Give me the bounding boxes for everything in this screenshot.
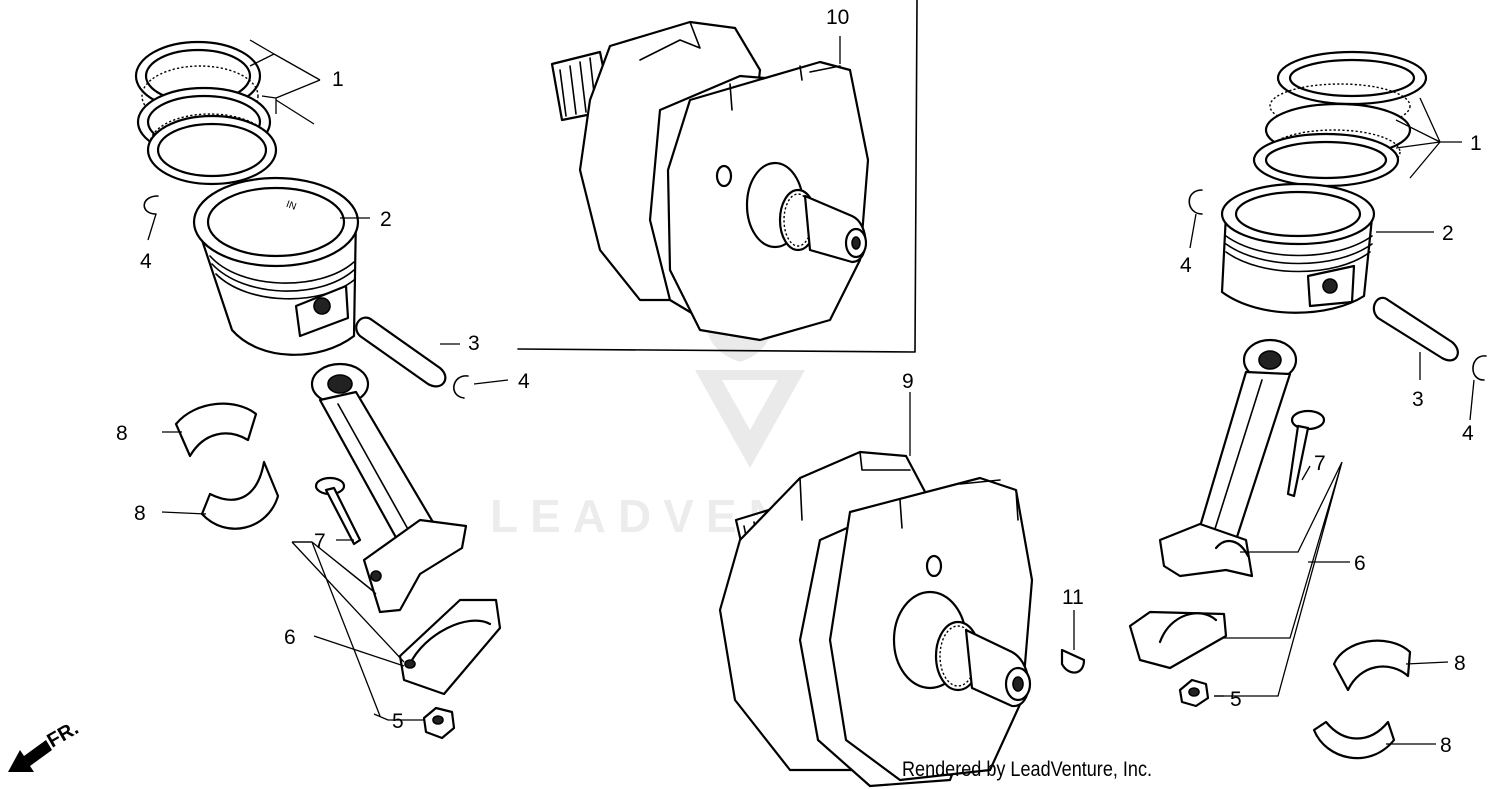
callout-4-right-b: 4 xyxy=(1462,422,1474,445)
callout-11: 11 xyxy=(1062,586,1084,609)
crankshaft-box-outline xyxy=(517,0,918,353)
rod-nut-right-illustration xyxy=(1178,678,1210,708)
callout-8-left-a: 8 xyxy=(116,422,128,445)
rendered-by-credit: Rendered by LeadVenture, Inc. xyxy=(902,758,1153,781)
piston-clip-right-a-illustration xyxy=(1188,189,1203,215)
piston-clip-left-a-illustration xyxy=(143,195,159,215)
piston-pin-right-illustration xyxy=(1372,296,1459,362)
crankshaft-9-illustration xyxy=(718,450,1034,788)
callout-7-right: 7 xyxy=(1314,452,1326,475)
piston-left-illustration: IN xyxy=(192,176,360,356)
connecting-rod-right-illustration xyxy=(1128,338,1298,670)
callout-7-left: 7 xyxy=(314,530,326,553)
piston-right-illustration xyxy=(1220,182,1376,314)
connecting-rod-left-illustration xyxy=(310,362,502,696)
callout-6-left: 6 xyxy=(284,626,296,649)
callout-10: 10 xyxy=(826,6,849,29)
callout-8-left-b: 8 xyxy=(134,502,146,525)
callout-5-left: 5 xyxy=(392,710,404,733)
callout-1-right: 1 xyxy=(1470,132,1482,155)
callout-5-right: 5 xyxy=(1230,688,1242,711)
piston-pin-left-illustration xyxy=(355,316,447,388)
piston-stamp-text: IN xyxy=(285,199,298,213)
woodruff-key-illustration xyxy=(1060,648,1086,674)
callout-3-right: 3 xyxy=(1412,388,1424,411)
callout-4-left-b: 4 xyxy=(518,370,530,393)
rod-bolt-right-illustration xyxy=(1286,409,1326,498)
callout-2-right: 2 xyxy=(1442,222,1454,245)
rod-nut-left-illustration xyxy=(422,706,456,740)
leader-lines xyxy=(147,36,1475,745)
bearing-right-lower-illustration xyxy=(1312,720,1396,760)
callout-2-left: 2 xyxy=(380,208,392,231)
callout-3-left: 3 xyxy=(468,332,480,355)
callout-9: 9 xyxy=(902,370,914,393)
front-arrow-icon xyxy=(8,740,52,772)
piston-clip-left-b-illustration xyxy=(453,375,469,399)
callout-4-left-a: 4 xyxy=(140,250,152,273)
callout-1-left: 1 xyxy=(332,68,344,91)
bearing-right-upper-illustration xyxy=(1332,639,1412,692)
rod-bolt-left-illustration xyxy=(314,476,362,546)
callout-4-right-a: 4 xyxy=(1180,254,1192,277)
crankshaft-10-illustration xyxy=(550,20,870,342)
callout-8-right-b: 8 xyxy=(1440,734,1452,757)
piston-rings-right-illustration xyxy=(1252,50,1428,188)
bearing-left-lower-illustration xyxy=(200,460,280,530)
callout-8-right-a: 8 xyxy=(1454,652,1466,675)
piston-rings-left-illustration xyxy=(134,40,278,186)
piston-clip-right-b-illustration xyxy=(1472,355,1487,381)
bearing-left-upper-illustration xyxy=(174,402,258,458)
callout-6-right: 6 xyxy=(1354,552,1366,575)
